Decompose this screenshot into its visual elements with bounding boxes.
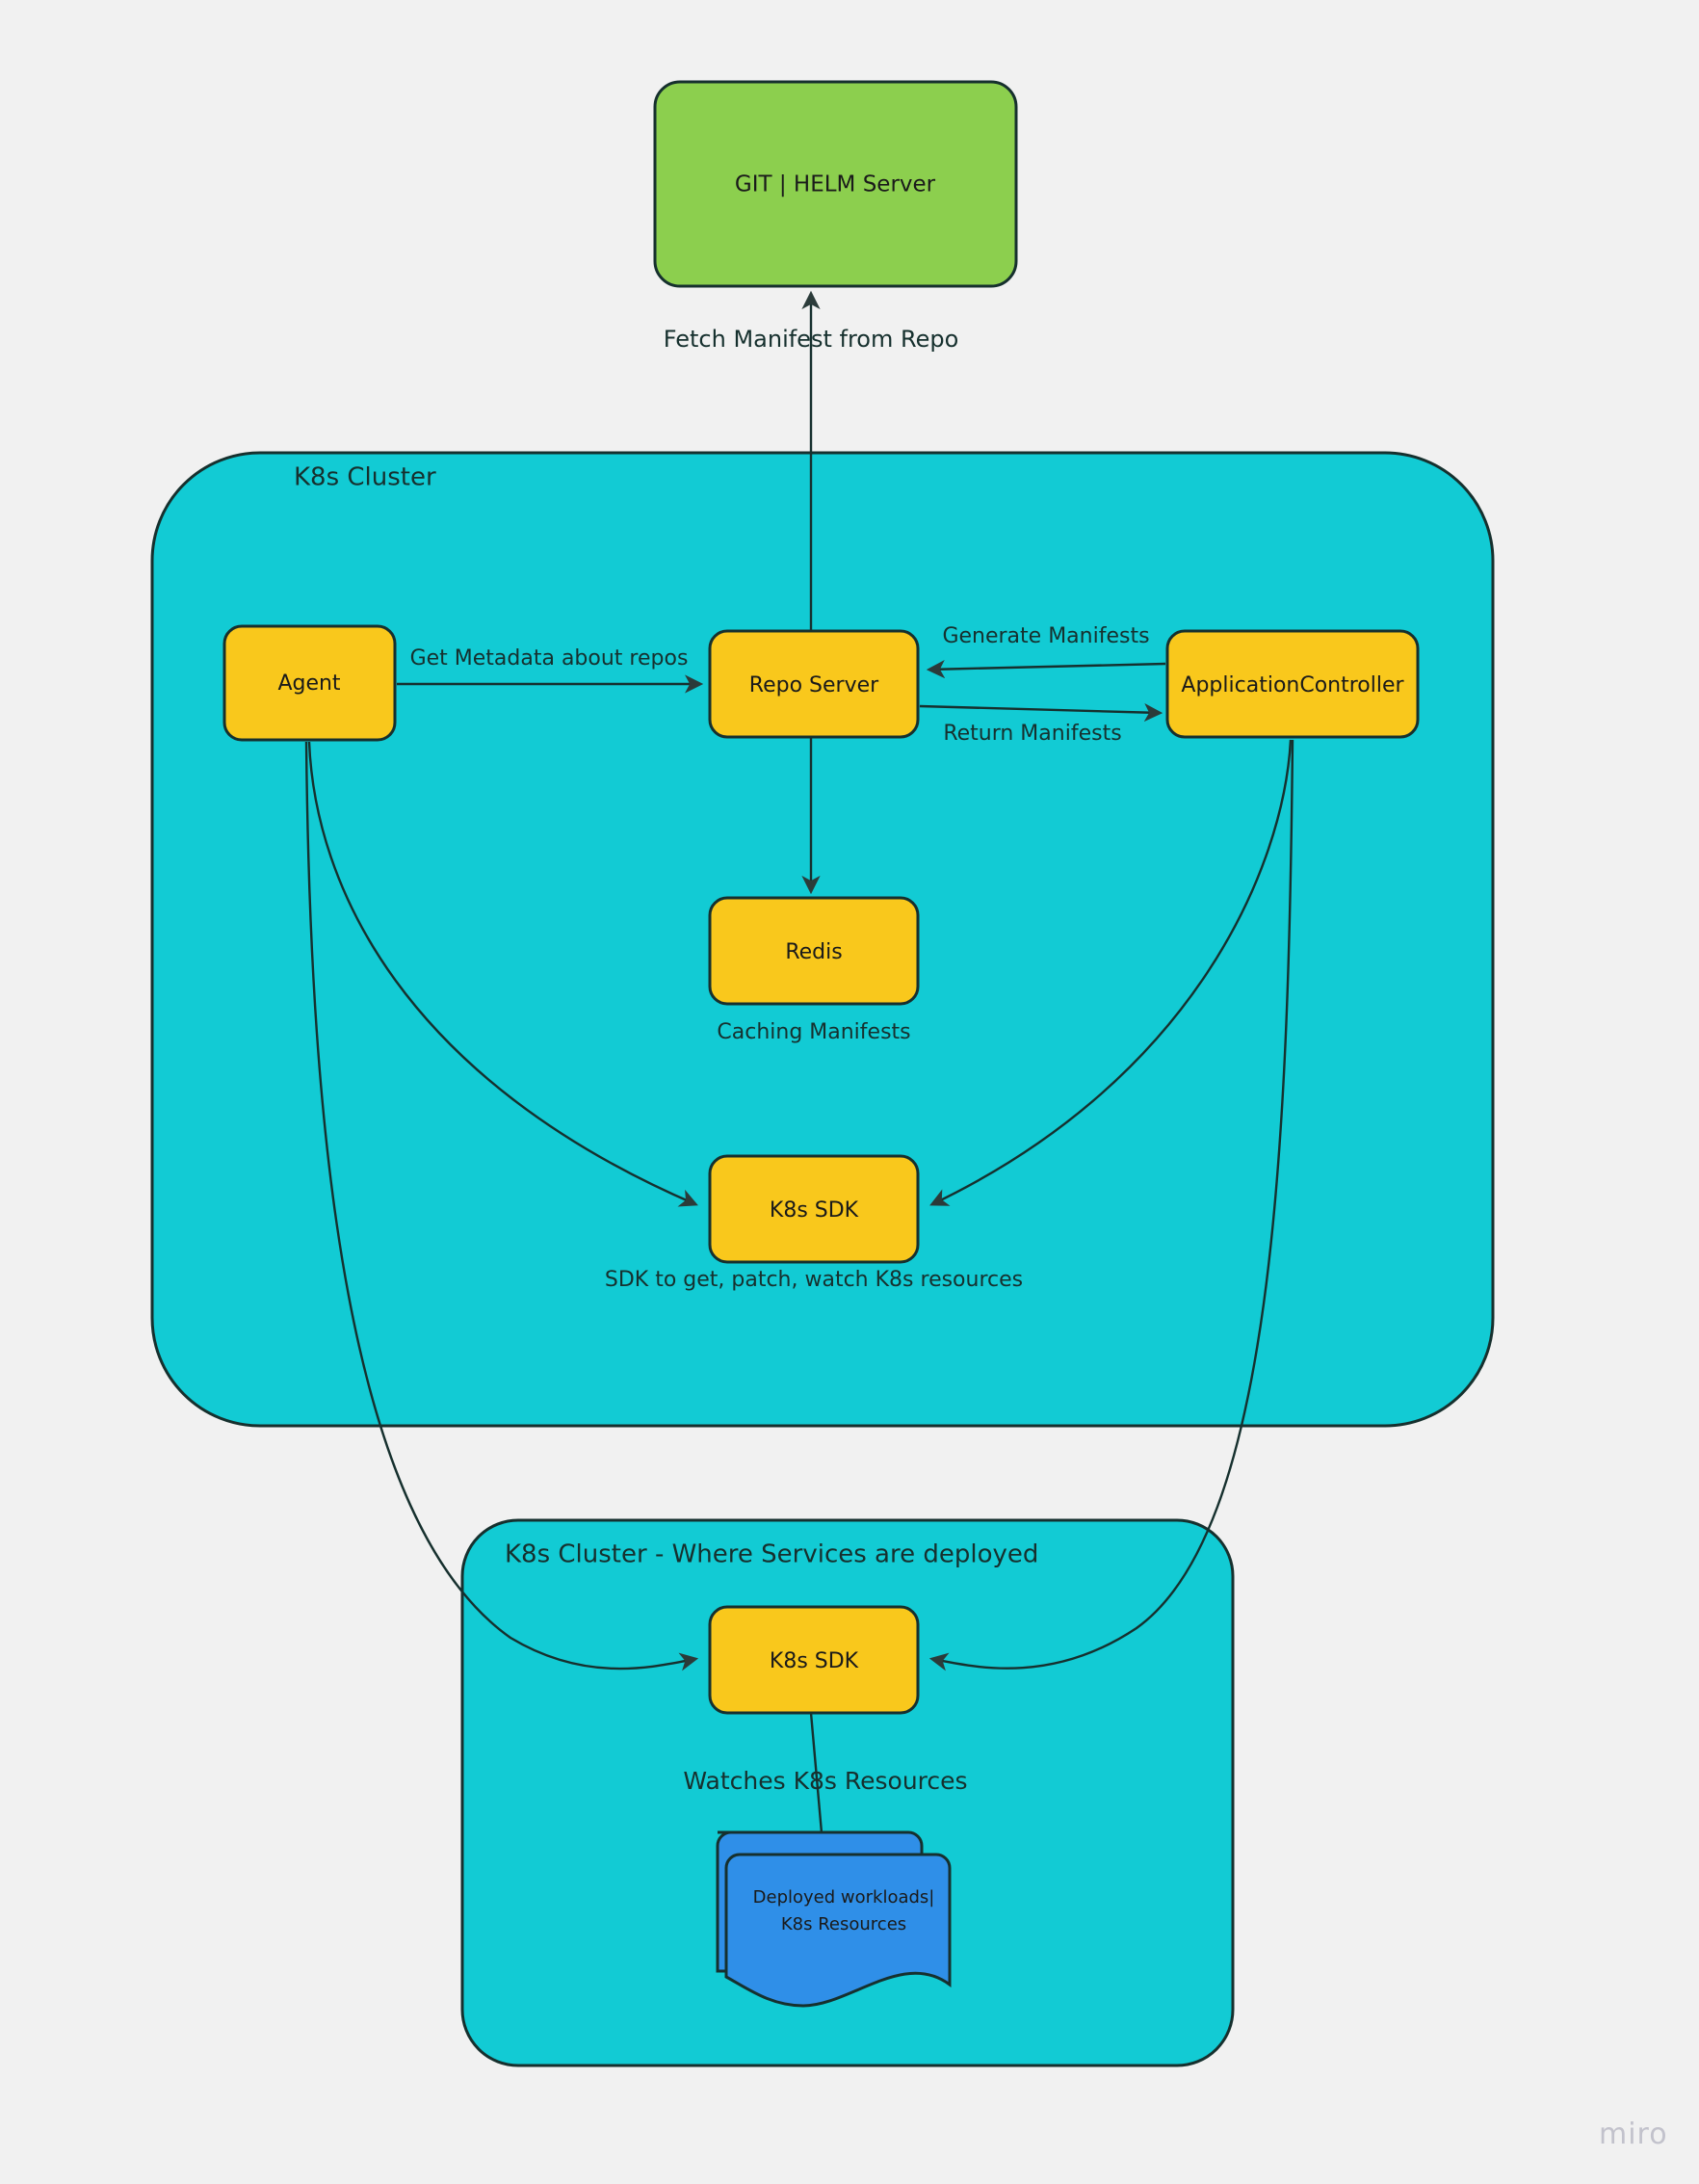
- k8s-sdk-top-box[interactable]: [708, 1154, 920, 1264]
- edge-label-caching-manifests: Caching Manifests: [717, 1020, 910, 1044]
- repo-server-box[interactable]: [708, 629, 920, 739]
- edge-line-agent-to-sdk-bottom: [304, 741, 699, 1671]
- deployed-workloads-label-line1: Deployed workloads|: [753, 1887, 935, 1908]
- application-controller-box[interactable]: [1165, 629, 1420, 739]
- git-helm-server-label: GIT | HELM Server: [735, 172, 936, 197]
- edge-repo-server-to-appcontroller: Return Manifests: [919, 702, 1163, 746]
- cluster-top-title: K8s Cluster: [294, 462, 436, 491]
- edge-label-fetch-manifest: Fetch Manifest from Repo: [664, 326, 959, 353]
- edge-agent-to-k8s-sdk-bottom: [304, 741, 699, 1671]
- node-deployed-workloads[interactable]: Deployed workloads| K8s Resources: [716, 1830, 952, 2008]
- edge-label-watches-k8s-resources: Watches K8s Resources: [683, 1767, 967, 1795]
- k8s-sdk-top-label: K8s SDK: [770, 1198, 859, 1223]
- node-k8s-sdk-bottom[interactable]: K8s SDK: [708, 1605, 920, 1715]
- application-controller-label: ApplicationController: [1181, 673, 1404, 697]
- edge-appcontroller-to-k8s-sdk-bottom: [928, 739, 1294, 1671]
- redis-label: Redis: [785, 940, 842, 964]
- miro-watermark: miro: [1599, 2118, 1668, 2151]
- deployed-workloads-front-sheet[interactable]: [724, 1853, 952, 2008]
- k8s-sdk-bottom-box[interactable]: [708, 1605, 920, 1715]
- edge-line-generate-manifests: [926, 660, 1166, 679]
- node-k8s-sdk-top[interactable]: K8s SDK: [708, 1154, 920, 1264]
- edge-agent-to-repo-server: Get Metadata about repos: [397, 646, 704, 694]
- edge-appcontroller-to-k8s-sdk-top: SDK to get, patch, watch K8s resources: [605, 739, 1293, 1292]
- edge-label-return-manifests: Return Manifests: [943, 722, 1121, 746]
- edge-appcontroller-to-repo-server: Generate Manifests: [926, 624, 1166, 679]
- edge-line-return-manifests: [919, 702, 1163, 723]
- edge-line-appcontroller-to-sdk-top: [929, 739, 1293, 1206]
- repo-server-label: Repo Server: [749, 673, 879, 697]
- edge-repo-server-to-redis: Caching Manifests: [717, 737, 911, 1044]
- edge-k8s-sdk-bottom-to-workloads: Watches K8s Resources: [683, 1712, 968, 1858]
- node-application-controller[interactable]: ApplicationController: [1165, 629, 1420, 739]
- k8s-sdk-bottom-label: K8s SDK: [770, 1649, 859, 1673]
- deployed-workloads-label-line2: K8s Resources: [781, 1914, 906, 1934]
- cluster-k8s-cluster-bottom[interactable]: K8s Cluster - Where Services are deploye…: [460, 1518, 1235, 2067]
- node-git-helm-server[interactable]: GIT | HELM Server: [653, 80, 1018, 288]
- edge-line-appcontroller-to-sdk-bottom: [928, 739, 1294, 1671]
- edge-repo-server-to-git: Fetch Manifest from Repo: [664, 290, 959, 631]
- node-agent[interactable]: Agent: [222, 624, 397, 742]
- node-repo-server[interactable]: Repo Server: [708, 629, 920, 739]
- agent-label: Agent: [277, 671, 340, 696]
- redis-box[interactable]: [708, 896, 920, 1006]
- edge-label-generate-manifests: Generate Manifests: [942, 624, 1149, 648]
- edge-label-sdk-description: SDK to get, patch, watch K8s resources: [605, 1268, 1023, 1292]
- edge-agent-to-k8s-sdk-top: [307, 741, 698, 1207]
- git-helm-server-box[interactable]: [653, 80, 1018, 288]
- cluster-bottom-body[interactable]: [460, 1518, 1235, 2067]
- cluster-bottom-title: K8s Cluster - Where Services are deploye…: [505, 1539, 1038, 1568]
- edge-label-get-metadata: Get Metadata about repos: [410, 646, 689, 671]
- node-redis[interactable]: Redis: [708, 896, 920, 1006]
- agent-box[interactable]: [222, 624, 397, 742]
- edge-line-agent-to-sdk-top: [307, 741, 698, 1207]
